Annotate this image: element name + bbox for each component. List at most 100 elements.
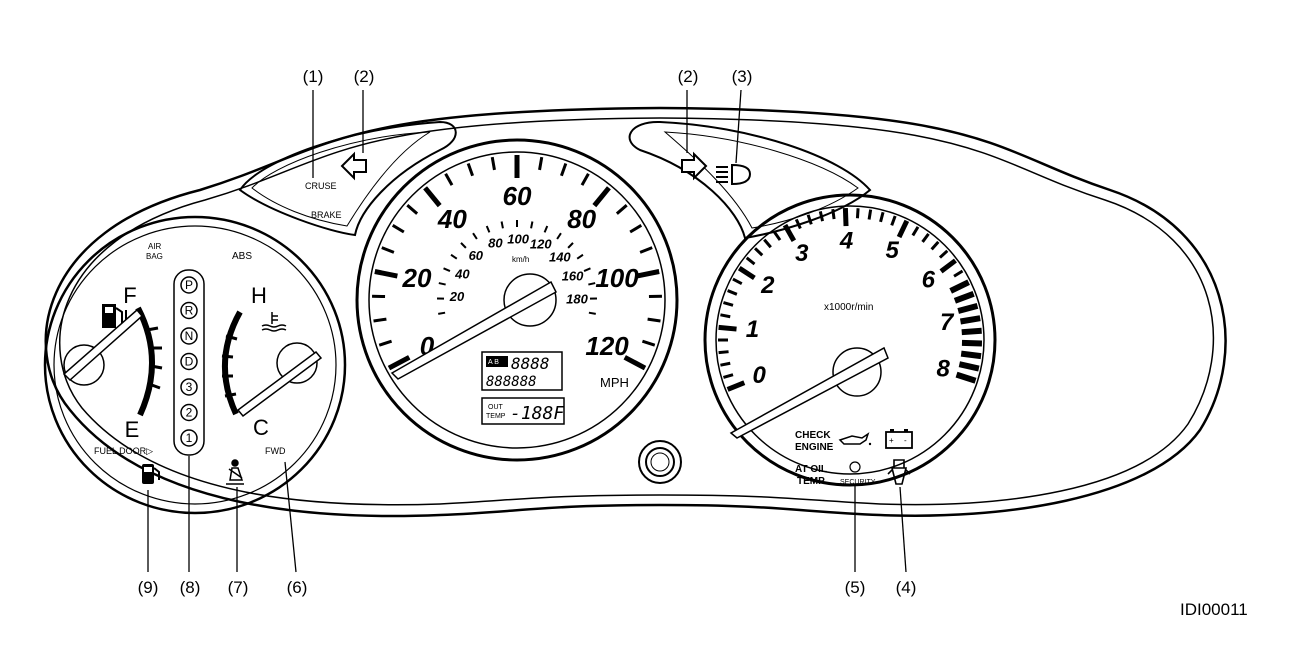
left-indicator-pod — [238, 120, 457, 237]
tach-tick — [720, 361, 731, 367]
speedo-tick — [560, 162, 568, 177]
kmh-tick — [438, 282, 446, 286]
left-gauge-bezel — [43, 215, 347, 515]
gear-indicator-circle — [180, 429, 198, 447]
kmh-label: 140 — [549, 249, 571, 264]
turn-left-arrow-icon — [340, 151, 367, 181]
tach-tick — [723, 373, 734, 379]
temp-gauge-ticks — [221, 334, 238, 398]
door-open-icon — [887, 459, 911, 485]
rpm-label: 2 — [760, 272, 775, 299]
kmh-tick — [556, 232, 562, 240]
mph-label: 120 — [585, 331, 629, 361]
speedo-tick — [378, 339, 393, 347]
turn-right-arrow-icon — [681, 151, 708, 181]
speedo-tick — [615, 204, 628, 215]
kmh-tick — [588, 282, 596, 286]
cluster-housing-inner — [58, 117, 1215, 506]
tach-tick — [939, 258, 957, 274]
tach-tick — [720, 313, 731, 319]
at-oil-temp-line1: AT OIL — [795, 464, 827, 475]
callout-8: (8) — [180, 578, 201, 597]
kmh-tick — [588, 311, 596, 315]
gear-indicator-label: P — [185, 278, 193, 292]
mph-label: 100 — [595, 263, 639, 293]
callout-5: (5) — [845, 578, 866, 597]
brake-indicator: BRAKE — [311, 210, 342, 220]
temp-gauge-needle — [236, 350, 323, 418]
kmh-label: 120 — [530, 236, 552, 251]
speedo-tick — [641, 339, 656, 347]
low-fuel-icon — [142, 464, 160, 484]
kmh-label: 20 — [449, 289, 465, 304]
callout-7: (7) — [228, 578, 249, 597]
temp-label: TEMP — [486, 413, 506, 420]
tach-tick — [890, 215, 897, 226]
kmh-tick — [576, 253, 584, 260]
tach-tick — [879, 211, 885, 223]
coolant-temp-icon — [261, 312, 287, 332]
tach-tick — [867, 209, 873, 220]
speedo-tick — [387, 355, 411, 371]
speedometer-needle — [390, 280, 557, 380]
fwd-label: FWD — [265, 446, 286, 456]
kmh-label: 40 — [454, 267, 470, 282]
speedometer-bezel — [355, 138, 679, 462]
rpm-label: 7 — [940, 309, 955, 336]
gear-indicator-label: R — [185, 304, 194, 318]
callout-4: (4) — [896, 578, 917, 597]
security-label: SECURITY — [840, 479, 876, 486]
mph-label: 20 — [402, 263, 432, 293]
high-beam-icon — [716, 163, 752, 186]
callout-2-right: (2) — [678, 67, 699, 86]
tach-tick — [818, 211, 825, 222]
tach-tick — [938, 249, 949, 259]
check-engine-line1: CHECK — [795, 430, 831, 441]
kmh-tick — [543, 225, 549, 233]
gear-indicator-circle — [180, 403, 198, 422]
fuel-gauge-ticks — [146, 326, 163, 390]
tach-tick — [831, 208, 836, 220]
tach-tick — [855, 208, 860, 219]
fuel-gauge-scale — [135, 306, 155, 417]
speedometer-ticks — [372, 155, 662, 371]
mph-unit: MPH — [600, 375, 629, 390]
odometer-value: 888888 — [486, 374, 537, 390]
speedo-tick — [592, 186, 611, 208]
gear-indicator-column — [173, 269, 205, 456]
tach-tick — [726, 380, 746, 392]
speedo-tick — [391, 224, 405, 234]
tachometer-needle — [729, 346, 889, 439]
tach-tick — [718, 350, 729, 355]
tach-tick — [794, 218, 802, 230]
kmh-label: 60 — [469, 248, 484, 263]
kmh-label: 80 — [488, 235, 503, 250]
cruise-indicator: CRUSE — [305, 181, 337, 191]
tach-tick — [727, 289, 738, 296]
speedo-tick — [444, 173, 454, 186]
tach-tick — [806, 214, 813, 225]
figure-id: IDI00011 — [1180, 600, 1248, 619]
outside-temp-lcd — [481, 397, 565, 425]
rpm-label: 1 — [746, 316, 759, 343]
gear-indicator-circle — [180, 378, 198, 396]
rpm-label: 3 — [795, 240, 809, 267]
kmh-tick — [438, 311, 446, 315]
speedo-tick — [639, 246, 653, 254]
airbag-line2: BAG — [146, 252, 163, 261]
tach-tick — [958, 361, 980, 372]
mph-label: 40 — [437, 204, 467, 234]
rpm-label: 6 — [922, 266, 936, 293]
tach-tick — [955, 371, 977, 384]
temp-hot-label: H — [251, 283, 267, 308]
tach-tick — [959, 315, 981, 325]
airbag-line1: AIR — [148, 242, 162, 251]
cluster-housing — [44, 106, 1227, 518]
tachometer-bezel — [703, 193, 997, 487]
tach-tick — [723, 301, 734, 307]
gear-indicator-circle — [180, 327, 198, 345]
seatbelt-icon — [226, 459, 244, 485]
